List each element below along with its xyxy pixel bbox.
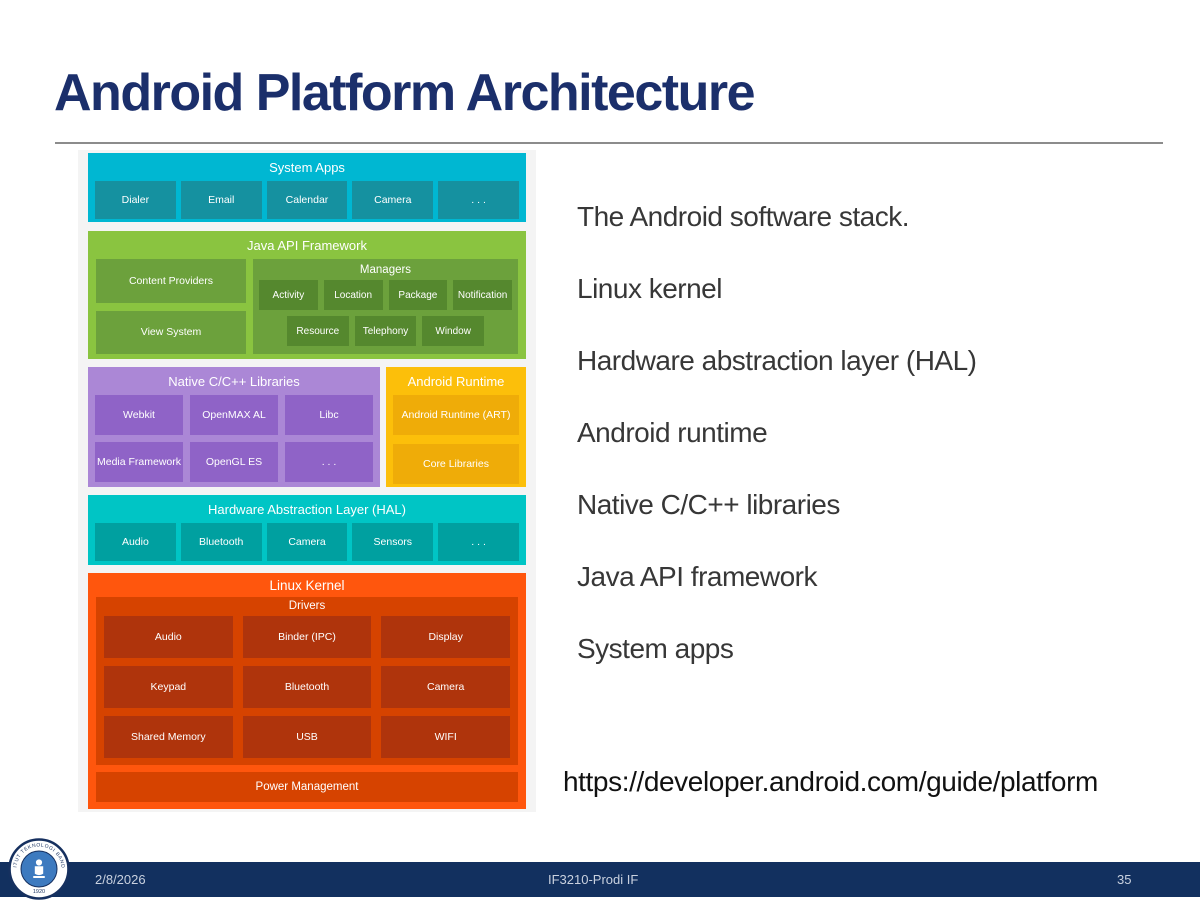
stack-box-bluetooth-hal: Bluetooth [180,523,262,561]
stack-box-media-framework: Media Framework [95,442,183,482]
drivers-title: Drivers [288,600,326,612]
stack-box-audio-hal: Audio [95,523,176,561]
stack-list-item-native: Native C/C++ libraries [577,489,840,520]
stack-box-sensors-hal: Sensors [352,523,434,561]
layer-hal-title: Hardware Abstraction Layer (HAL) [208,502,406,517]
stack-box-camera-hal: Camera [266,523,348,561]
platform-guide-link[interactable]: https://developer.android.com/guide/plat… [563,766,1098,797]
layer-java-api-framework: Java API Framework Content Providers Vie… [88,231,526,359]
stack-box-bluetooth-driver: Bluetooth [242,666,372,708]
stack-box-activity-manager: Activity [259,280,318,310]
page-title: Android Platform Architecture [54,64,756,122]
stack-box-openmax: OpenMAX AL [190,395,278,435]
footer-course-code: IF3210-Prodi IF [548,872,639,887]
layer-java-api-title: Java API Framework [247,238,367,253]
stack-box-camera: Camera [352,181,434,219]
stack-box-view-system: View System [96,310,246,354]
stack-box-package-manager: Package [388,280,448,310]
drivers-panel: Drivers Audio Binder (IPC) Display Keypa… [96,597,518,765]
stack-box-keypad-driver: Keypad [104,666,233,708]
layer-system-apps-title: System Apps [269,160,345,175]
stack-box-display-driver: Display [381,616,511,658]
stack-box-telephony-manager: Telephony [354,316,417,346]
layer-kernel-title: Linux Kernel [269,578,345,593]
stack-list-item-kernel: Linux kernel [577,273,722,304]
stack-box-libc: Libc [285,395,373,435]
footer-page-number: 35 [1117,872,1132,887]
stack-box-art: Android Runtime (ART) [393,395,519,435]
footer-bar: 2/8/2026 IF3210-Prodi IF 35 [0,862,1200,897]
layer-linux-kernel: Linux Kernel Drivers Audio Binder (IPC) … [88,573,526,809]
stack-box-content-providers: Content Providers [96,259,246,303]
stack-box-ellipsis: . . . [438,523,519,561]
footer-date: 2/8/2026 [95,872,146,887]
stack-box-audio-driver: Audio [104,616,233,658]
itb-logo-year: 1920 [33,889,45,895]
stack-box-dialer: Dialer [95,181,176,219]
layer-hal: Hardware Abstraction Layer (HAL) Audio B… [88,495,526,565]
stack-box-usb-driver: USB [242,716,372,758]
stack-list-item-hal: Hardware abstraction layer (HAL) [577,345,977,376]
layer-system-apps: System Apps Dialer Email Calendar Camera… [88,153,526,222]
stack-box-shared-memory-driver: Shared Memory [104,716,233,758]
stack-list-item-java: Java API framework [577,561,817,592]
stack-list-item-runtime: Android runtime [577,417,768,448]
layer-native-libraries: Native C/C++ Libraries Webkit OpenMAX AL… [88,367,380,487]
itb-logo-ganesha-glyph [33,859,45,878]
itb-logo: INSTITUT TEKNOLOGI BANDUNG 1920 [8,838,70,900]
layer-android-runtime: Android Runtime Android Runtime (ART) Co… [386,367,526,487]
stack-box-core-libraries: Core Libraries [393,444,519,484]
stack-caption: The Android software stack. [577,201,910,232]
stack-box-location-manager: Location [323,280,383,310]
android-stack-diagram: System Apps Dialer Email Calendar Camera… [78,150,536,812]
stack-box-calendar: Calendar [266,181,348,219]
stack-box-binder-driver: Binder (IPC) [242,616,372,658]
stack-list-item-apps: System apps [577,633,734,664]
layer-runtime-title: Android Runtime [407,374,505,389]
stack-box-wifi-driver: WIFI [381,716,511,758]
stack-box-email: Email [180,181,262,219]
stack-box-resource-manager: Resource [287,316,349,346]
stack-box-window-manager: Window [422,316,485,346]
managers-panel: Managers Activity Location Package Notif… [253,259,518,354]
stack-box-notification-manager: Notification [453,280,512,310]
stack-box-ellipsis: . . . [438,181,519,219]
stack-box-ellipsis: . . . [285,442,373,482]
managers-title: Managers [359,264,412,276]
layer-native-title: Native C/C++ Libraries [168,374,300,389]
stack-box-power-management: Power Management [96,772,518,802]
stack-box-webkit: Webkit [95,395,183,435]
title-divider [55,142,1163,144]
stack-box-opengl: OpenGL ES [190,442,278,482]
stack-box-camera-driver: Camera [381,666,511,708]
